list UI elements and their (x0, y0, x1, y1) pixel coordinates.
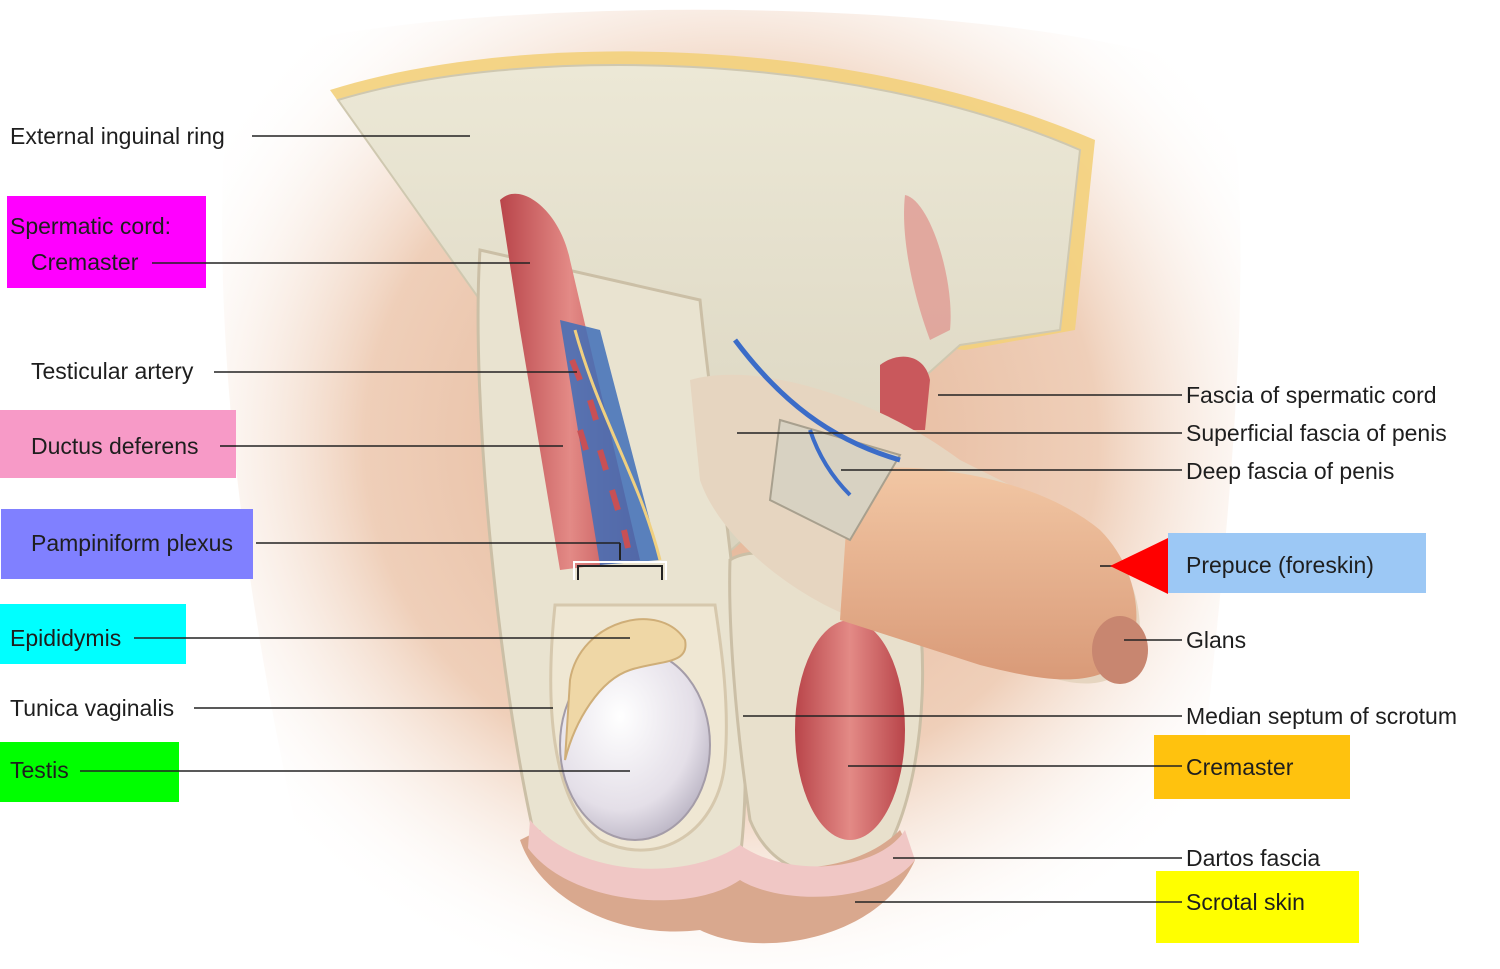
epididymis-shape (564, 618, 687, 761)
fascia-sheet (336, 64, 1082, 561)
label-pampiniform-plexus: Pampiniform plexus (31, 530, 233, 556)
label-tunica-vaginalis: Tunica vaginalis (10, 695, 175, 721)
glans-shape (1092, 616, 1148, 684)
pointer-arrow (1110, 538, 1168, 594)
epididymis-highlight (0, 604, 186, 664)
label-cremaster-right: Cremaster (1186, 754, 1294, 780)
label-fascia-spermatic-cord: Fascia of spermatic cord (1186, 382, 1437, 408)
prepuce-highlight (1168, 533, 1426, 593)
dartos-band (528, 820, 915, 901)
label-ductus-deferens: Ductus deferens (31, 433, 199, 459)
label-scrotal-skin: Scrotal skin (1186, 889, 1305, 915)
spermatic-cord-highlight (7, 196, 206, 288)
label-deep-fascia-penis: Deep fascia of penis (1186, 458, 1395, 484)
pampiniform-plexus (560, 320, 660, 565)
scrotal-skin-highlight (1156, 871, 1359, 943)
cremaster-muscle-right (795, 620, 905, 840)
plexus-bracket (577, 543, 663, 580)
label-superficial-fascia-penis: Superficial fascia of penis (1186, 420, 1447, 446)
pampiniform-plexus-highlight (1, 509, 253, 579)
label-glans: Glans (1186, 627, 1247, 653)
label-testicular-artery: Testicular artery (31, 358, 194, 384)
testis-highlight (0, 742, 179, 802)
label-median-septum: Median septum of scrotum (1186, 703, 1458, 729)
cremaster-right-highlight (1154, 735, 1350, 799)
label-testis: Testis (10, 757, 69, 783)
label-epididymis: Epididymis (10, 625, 122, 651)
label-spermatic-cord: Spermatic cord: (10, 213, 172, 239)
label-external-inguinal-ring: External inguinal ring (10, 123, 225, 149)
label-cremaster-left: Cremaster (31, 249, 139, 275)
label-prepuce: Prepuce (foreskin) (1186, 552, 1374, 578)
ductus-deferens-highlight (0, 410, 236, 478)
label-dartos-fascia: Dartos fascia (1186, 845, 1321, 871)
prepuce-shape (840, 467, 1137, 680)
